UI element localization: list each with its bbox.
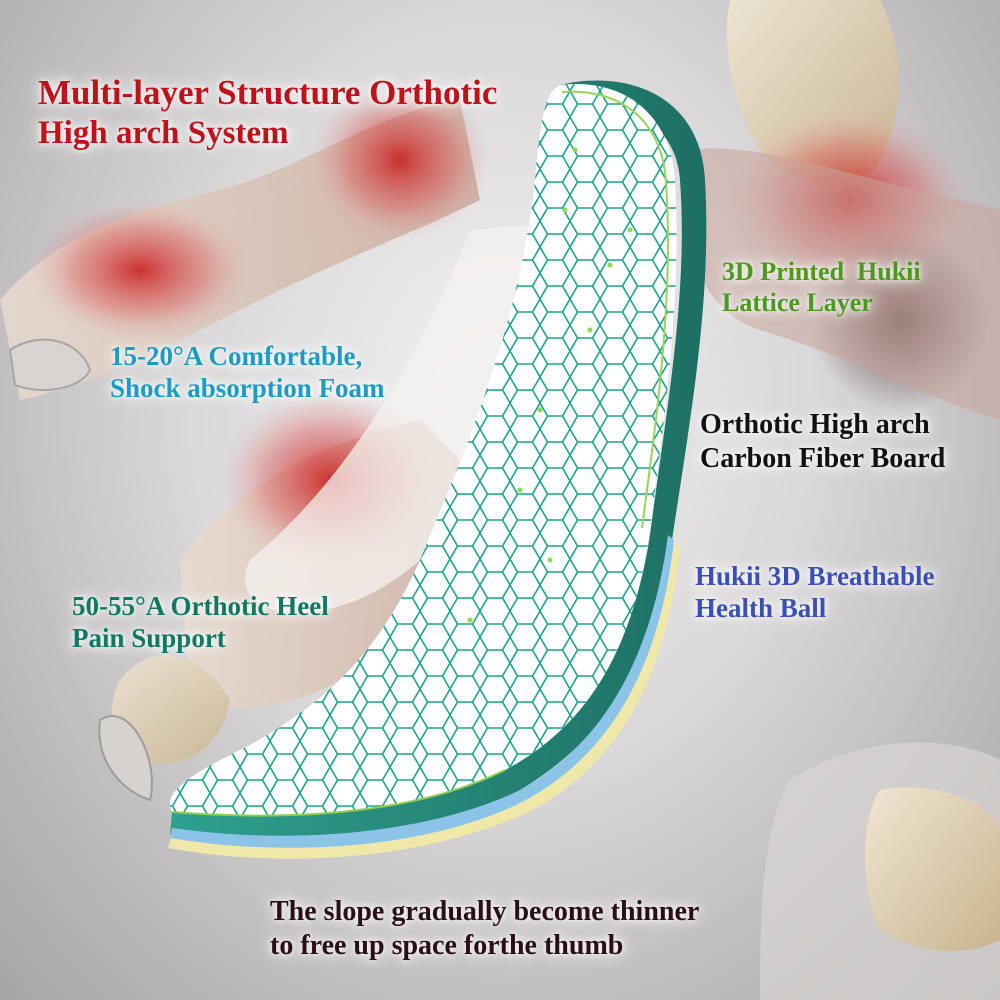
callout-heel-line-2: Pain Support: [72, 623, 226, 654]
callout-heel-support: 50-55°A Orthotic Heel Pain Support: [72, 590, 329, 655]
callout-lattice-line-1: 3D Printed Hukii: [722, 257, 921, 286]
callout-foam-line-1: 15-20°A Comfortable,: [110, 341, 363, 371]
title-line-1: Multi-layer Structure Orthotic: [38, 73, 498, 112]
callout-carbon-line-1: Orthotic High arch: [700, 409, 930, 440]
callout-health-ball: Hukii 3D Breathable Health Ball: [695, 560, 935, 625]
title-line-2: High arch System: [38, 115, 289, 151]
callout-slope-line-1: The slope gradually become thinner: [270, 896, 700, 927]
main-title: Multi-layer Structure Orthotic High arch…: [38, 72, 497, 154]
callout-slope-line-2: to free up space forthe thumb: [270, 929, 624, 961]
callout-heel-line-1: 50-55°A Orthotic Heel: [72, 591, 329, 621]
callout-slope-thumb: The slope gradually become thinner to fr…: [270, 895, 699, 962]
callout-lattice-line-2: Lattice Layer: [722, 288, 873, 318]
callout-shock-foam: 15-20°A Comfortable, Shock absorption Fo…: [110, 340, 385, 405]
callout-carbon-board: Orthotic High arch Carbon Fiber Board: [700, 408, 945, 475]
callout-lattice-layer: 3D Printed Hukii Lattice Layer: [722, 256, 921, 318]
callout-ball-line-2: Health Ball: [695, 593, 827, 624]
callout-ball-line-1: Hukii 3D Breathable: [695, 561, 935, 591]
callout-foam-line-2: Shock absorption Foam: [110, 373, 385, 404]
callout-carbon-line-2: Carbon Fiber Board: [700, 442, 946, 474]
